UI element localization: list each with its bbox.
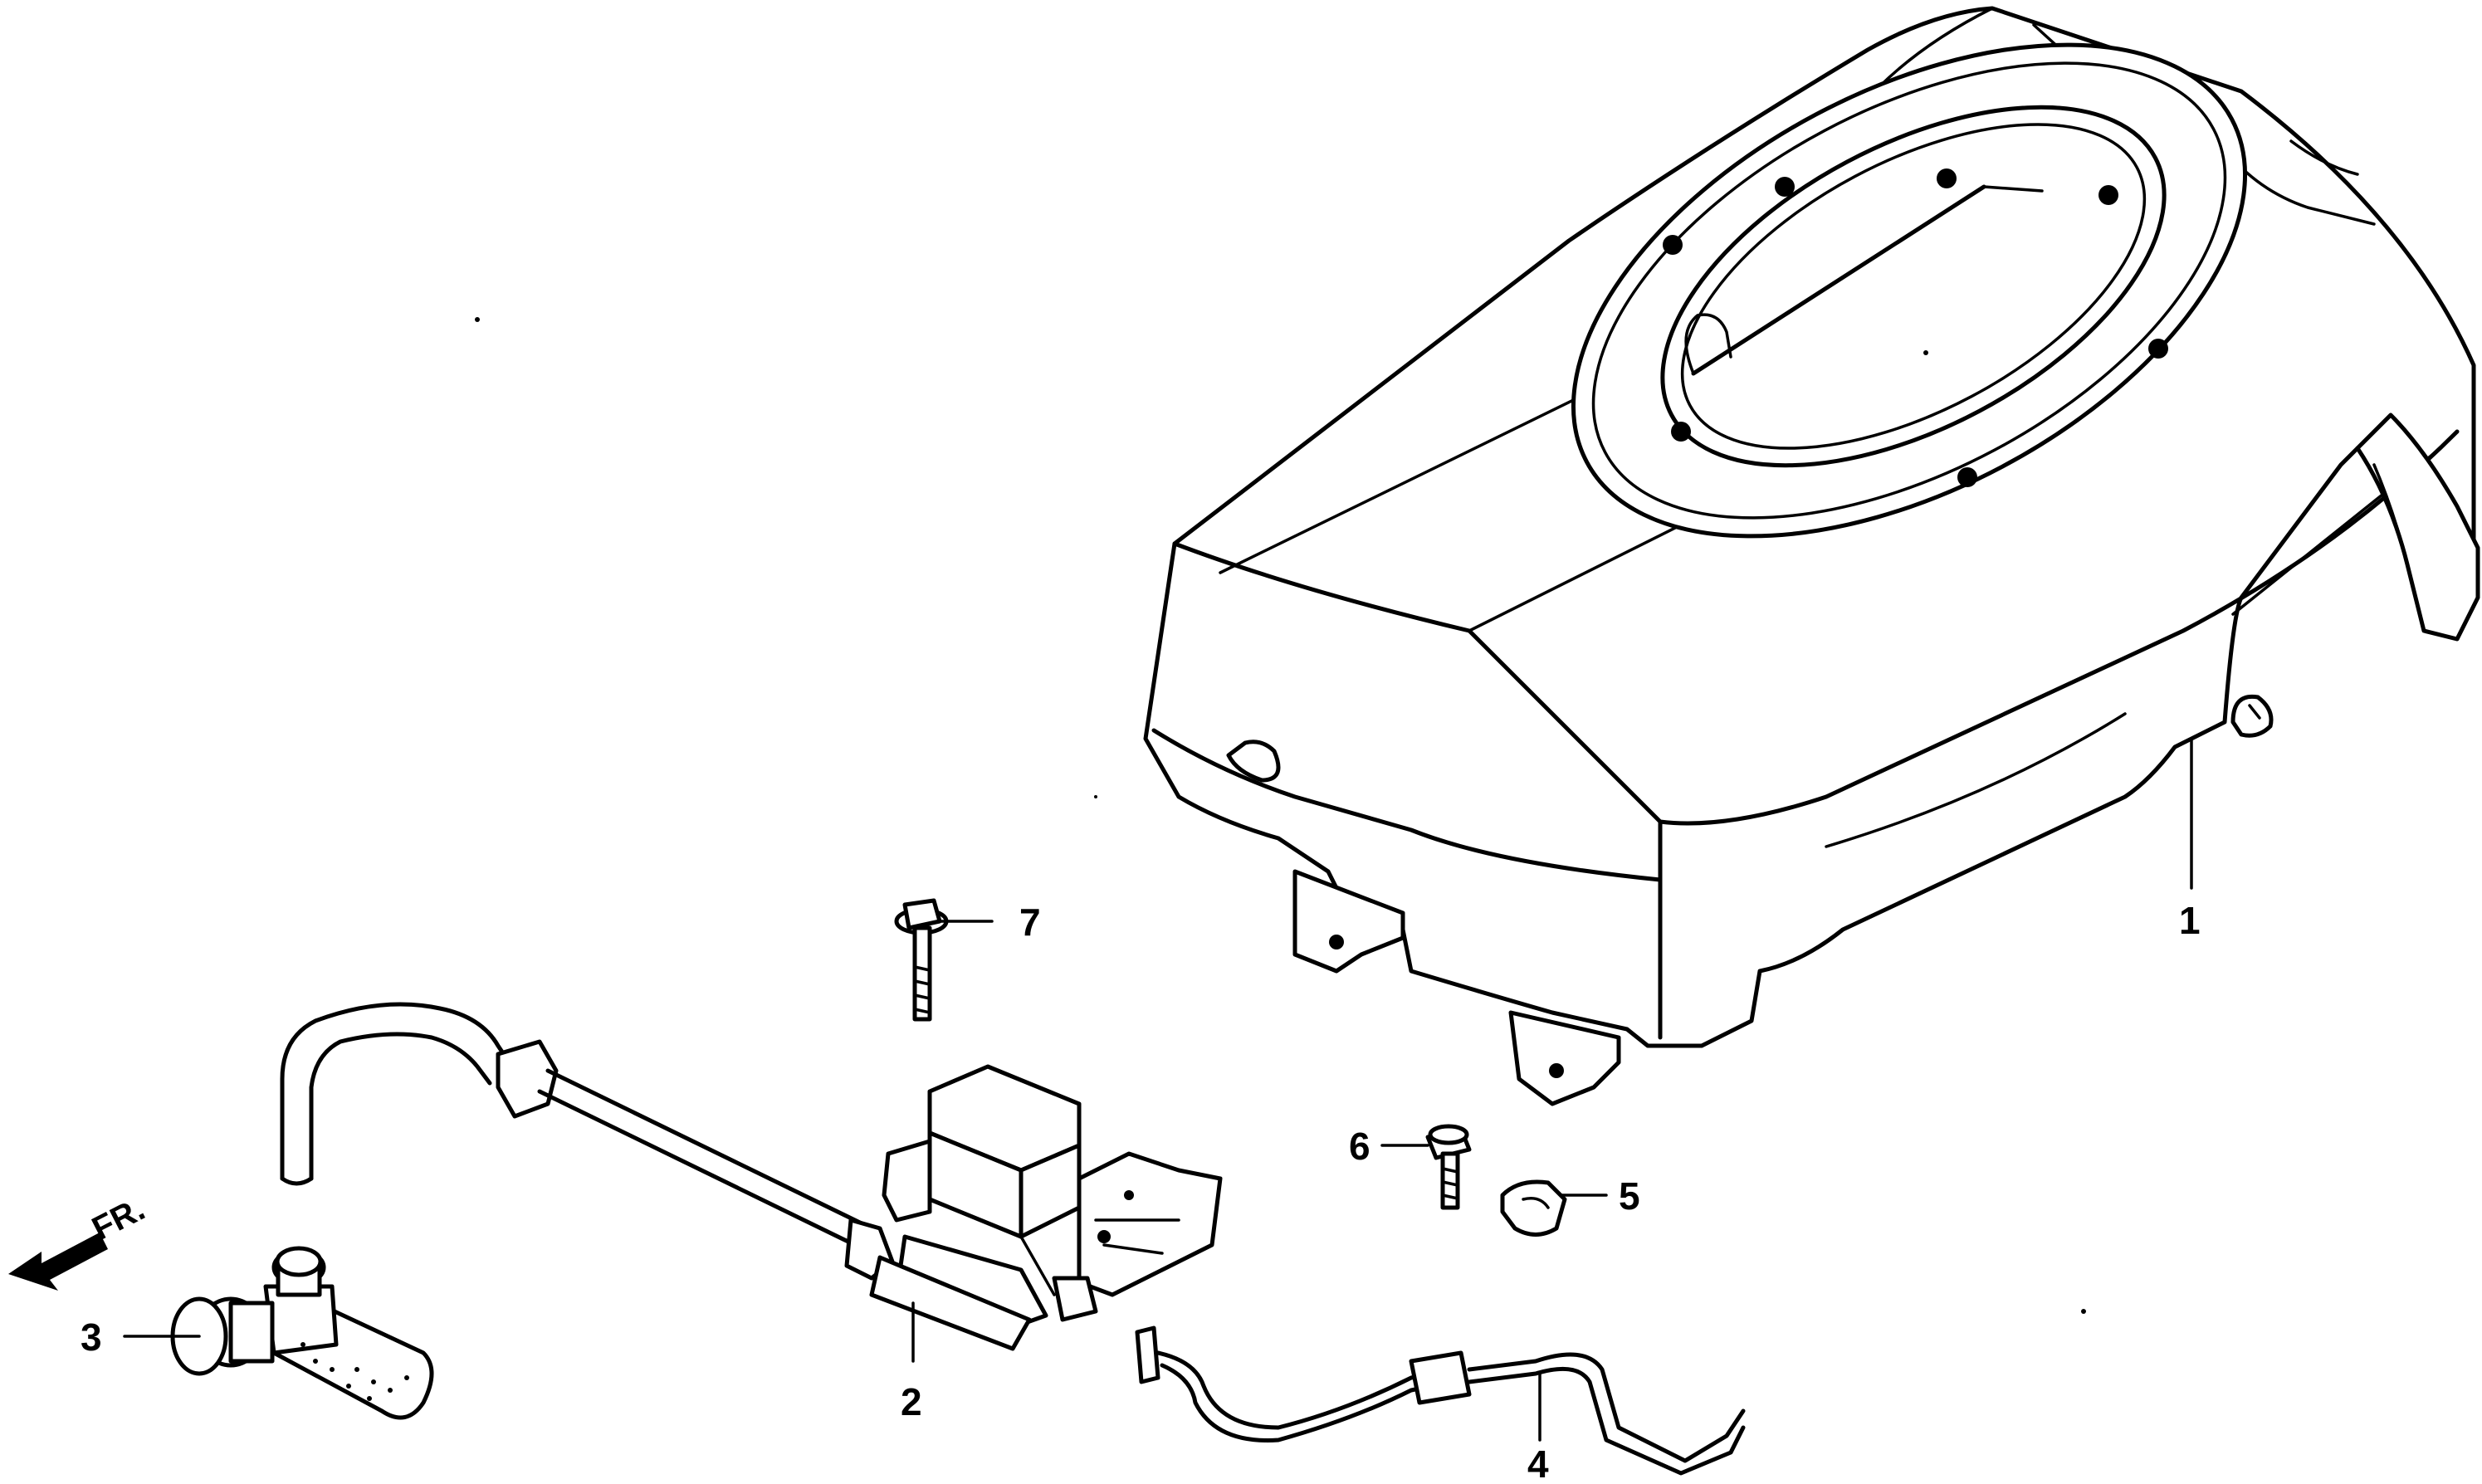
fan-cover xyxy=(1143,6,2480,1106)
callout-7: 7 xyxy=(1019,901,1041,944)
bolt-small xyxy=(1425,1124,1472,1210)
ignition-coil xyxy=(280,1002,1223,1351)
callout-2: 2 xyxy=(901,1380,922,1423)
callout-5: 5 xyxy=(1619,1174,1640,1218)
wire-clip xyxy=(1500,1179,1567,1237)
flange-bolt-holes xyxy=(1663,168,2168,487)
scan-specks xyxy=(475,317,2086,1314)
stop-switch-wire xyxy=(1135,1325,1746,1476)
front-direction-arrow: FR. xyxy=(8,1191,151,1291)
spark-plug-cap xyxy=(170,1246,434,1420)
callout-3: 3 xyxy=(81,1316,102,1359)
callout-4: 4 xyxy=(1527,1443,1549,1484)
callout-1: 1 xyxy=(2179,899,2201,942)
flange-bolt xyxy=(894,898,949,1022)
callout-6: 6 xyxy=(1349,1125,1370,1168)
callouts: 1 2 3 4 5 6 7 xyxy=(81,737,2201,1484)
